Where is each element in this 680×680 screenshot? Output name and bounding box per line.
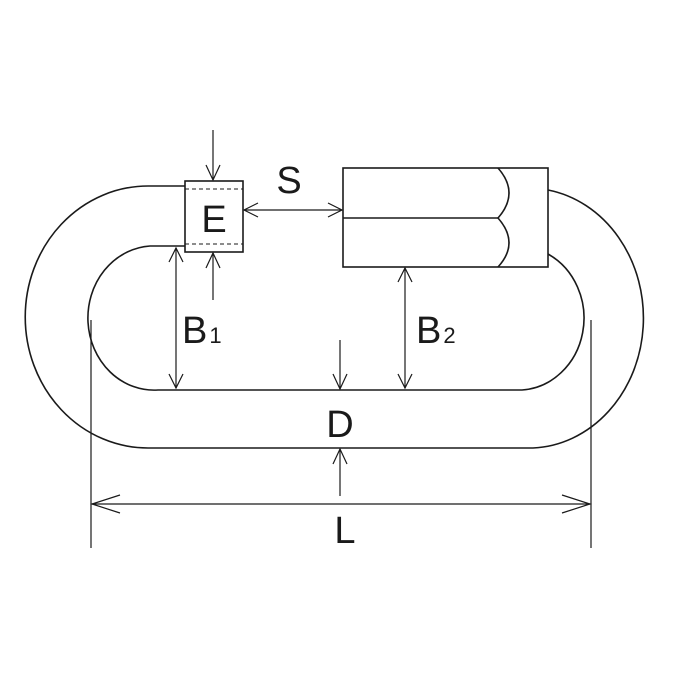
label-b1: B1 (182, 310, 222, 352)
wire-end-box (184, 180, 244, 253)
s-gap-arrow (242, 202, 344, 218)
link-inner-outline (87, 245, 585, 391)
label-s: S (276, 160, 301, 202)
label-b1-subscript: 1 (209, 323, 221, 348)
label-b2-letter: B (416, 310, 441, 352)
label-l: L (334, 510, 355, 552)
link-outer-outline-left (24, 185, 645, 449)
label-b2: B2 (416, 310, 456, 352)
threaded-sleeve (342, 167, 549, 268)
label-b1-letter: B (182, 310, 207, 352)
d-dimension-arrows (332, 340, 348, 496)
label-e: E (201, 199, 226, 241)
label-b2-subscript: 2 (443, 323, 455, 348)
e-dimension-arrows (205, 130, 221, 300)
label-d: D (326, 404, 353, 446)
b2-dimension-arrow (397, 266, 413, 390)
b1-dimension-arrow (168, 246, 184, 390)
l-dimension (90, 320, 592, 548)
